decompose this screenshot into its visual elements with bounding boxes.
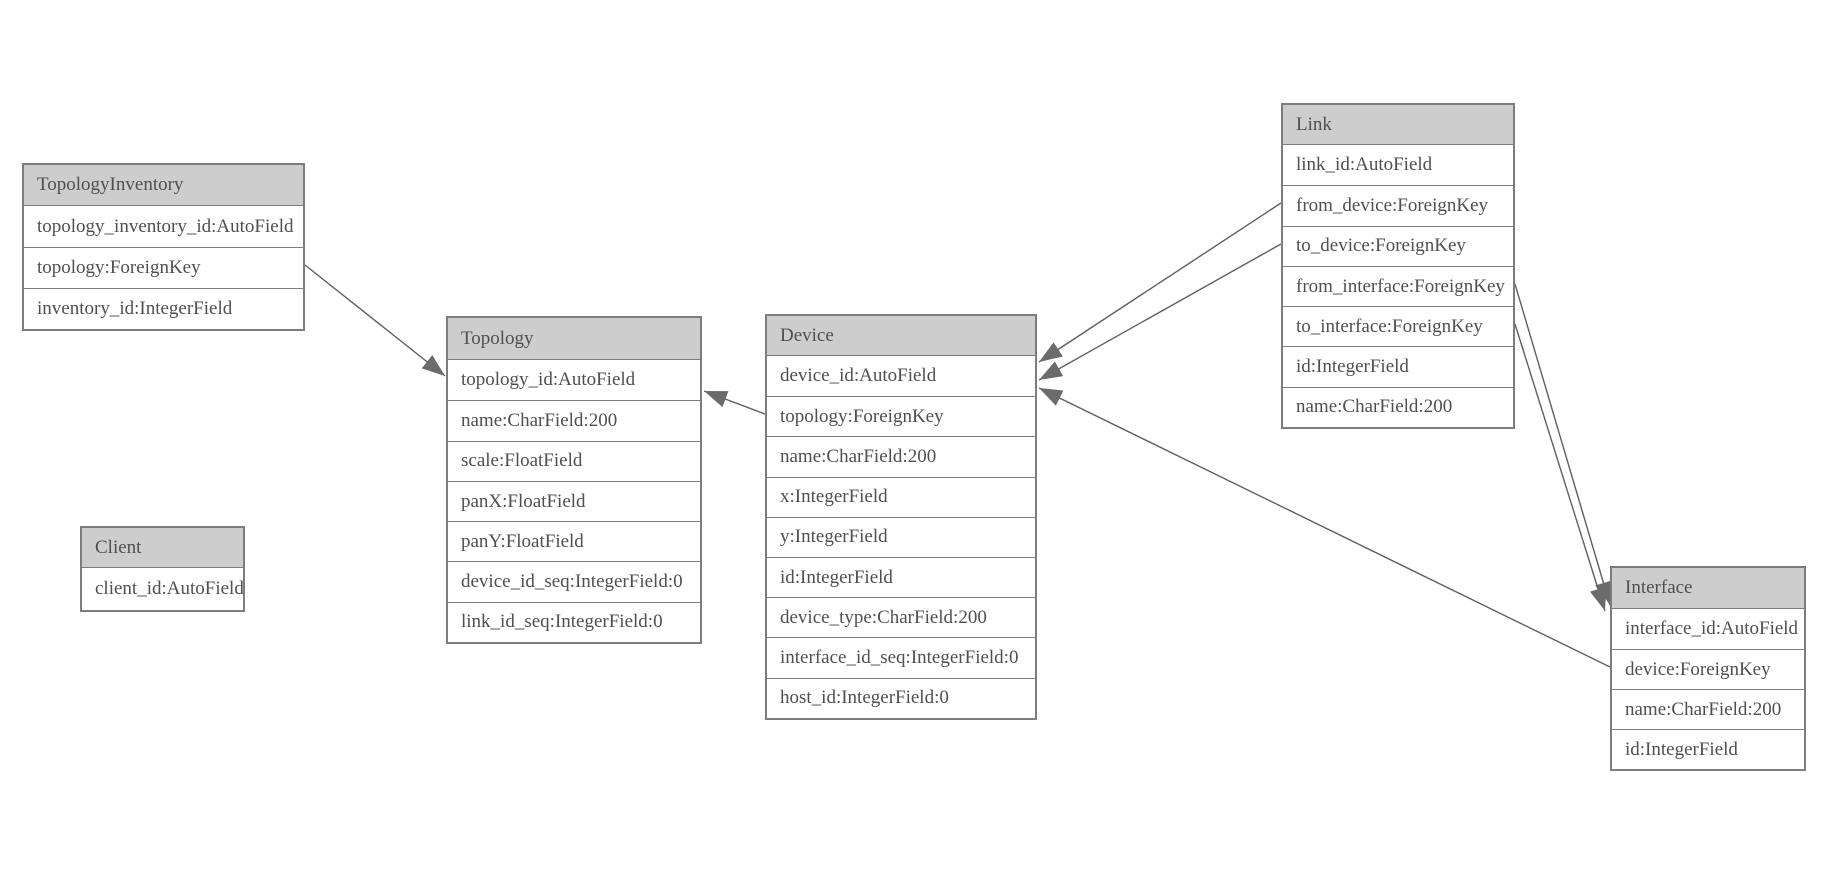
entity-topology-field-scale: scale:FloatField bbox=[448, 440, 700, 481]
entity-link[interactable]: Link link_id:AutoField from_device:Foreign… bbox=[1281, 103, 1515, 430]
relation-edge-interface-device-to-device bbox=[1038, 387, 1611, 668]
entity-device-title: Device bbox=[767, 316, 1035, 356]
entity-link-field-from_interface: from_interface:ForeignKey bbox=[1283, 265, 1513, 306]
relation-edge-link-from_interface-to-interface bbox=[1514, 283, 1612, 606]
entity-link-field-id: id:IntegerField bbox=[1283, 346, 1513, 386]
entity-link-field-name: name:CharField:200 bbox=[1283, 386, 1513, 427]
relation-edge-link-from_device-to-device bbox=[1038, 202, 1282, 363]
entity-client[interactable]: Client client_id:AutoField bbox=[80, 526, 245, 612]
entity-client-title: Client bbox=[82, 528, 243, 568]
entity-device-field-host_id: host_id:IntegerField:0 bbox=[767, 677, 1035, 718]
entity-device-field-topology: topology:ForeignKey bbox=[767, 396, 1035, 436]
entity-topology-field-device_id_seq: device_id_seq:IntegerField:0 bbox=[448, 561, 700, 601]
entity-interface-title: Interface bbox=[1612, 568, 1804, 609]
entity-device-field-id: id:IntegerField bbox=[767, 556, 1035, 597]
entity-topology-title: Topology bbox=[448, 318, 700, 360]
entity-interface-field-device: device:ForeignKey bbox=[1612, 649, 1804, 689]
entity-link-title: Link bbox=[1283, 105, 1513, 145]
entity-topology_inventory-field-inventory_id: inventory_id:IntegerField bbox=[24, 288, 303, 329]
relation-edge-link-to_interface-to-interface bbox=[1514, 323, 1607, 612]
entity-link-field-from_device: from_device:ForeignKey bbox=[1283, 185, 1513, 225]
relation-edge-topologyinventory-topology-to-topology bbox=[304, 264, 446, 377]
entity-topology-field-topology_id: topology_id:AutoField bbox=[461, 369, 636, 391]
entity-client-field-client_id: client_id:AutoField bbox=[95, 578, 243, 599]
entity-topology[interactable]: Topology topology_id:AutoField name:CharFi… bbox=[446, 316, 702, 645]
entity-topology-field-panY: panY:FloatField bbox=[448, 521, 700, 561]
entity-topology-field-name: name:CharField:200 bbox=[448, 400, 700, 440]
entity-device[interactable]: Device device_id:AutoField topology:Foreig… bbox=[765, 314, 1037, 720]
entity-device-field-x: x:IntegerField bbox=[767, 476, 1035, 517]
entity-device-field-interface_id_seq: interface_id_seq:IntegerField:0 bbox=[767, 637, 1035, 677]
relation-edge-device-topology-to-topology bbox=[703, 390, 766, 415]
entity-topology_inventory-field-topology: topology:ForeignKey bbox=[24, 247, 303, 288]
entity-device-field-device_id: device_id:AutoField bbox=[780, 365, 937, 387]
entity-link-field-to_device: to_device:ForeignKey bbox=[1283, 225, 1513, 266]
entity-topology-field-panX: panX:FloatField bbox=[448, 480, 700, 521]
entity-topology_inventory-title: TopologyInventory bbox=[24, 165, 303, 206]
entity-interface-field-interface_id: interface_id:AutoField bbox=[1625, 618, 1799, 639]
entity-interface-field-id: id:IntegerField bbox=[1612, 729, 1804, 769]
entity-interface[interactable]: Interface interface_id:AutoField device:Fo… bbox=[1610, 566, 1806, 771]
entity-topology_inventory[interactable]: TopologyInventory topology_inventory_id:A… bbox=[22, 163, 305, 331]
entity-topology-field-link_id_seq: link_id_seq:IntegerField:0 bbox=[448, 601, 700, 642]
relation-edge-link-to_device-to-device bbox=[1038, 243, 1282, 381]
entity-link-field-link_id: link_id:AutoField bbox=[1296, 154, 1433, 176]
entity-link-field-to_interface: to_interface:ForeignKey bbox=[1283, 306, 1513, 346]
entity-device-field-y: y:IntegerField bbox=[767, 516, 1035, 557]
entity-device-field-name: name:CharField:200 bbox=[767, 436, 1035, 476]
entity-topology_inventory-field-topology_inventory_id: topology_inventory_id:AutoField bbox=[37, 215, 294, 237]
entity-interface-field-name: name:CharField:200 bbox=[1612, 689, 1804, 729]
entity-device-field-device_type: device_type:CharField:200 bbox=[767, 597, 1035, 637]
